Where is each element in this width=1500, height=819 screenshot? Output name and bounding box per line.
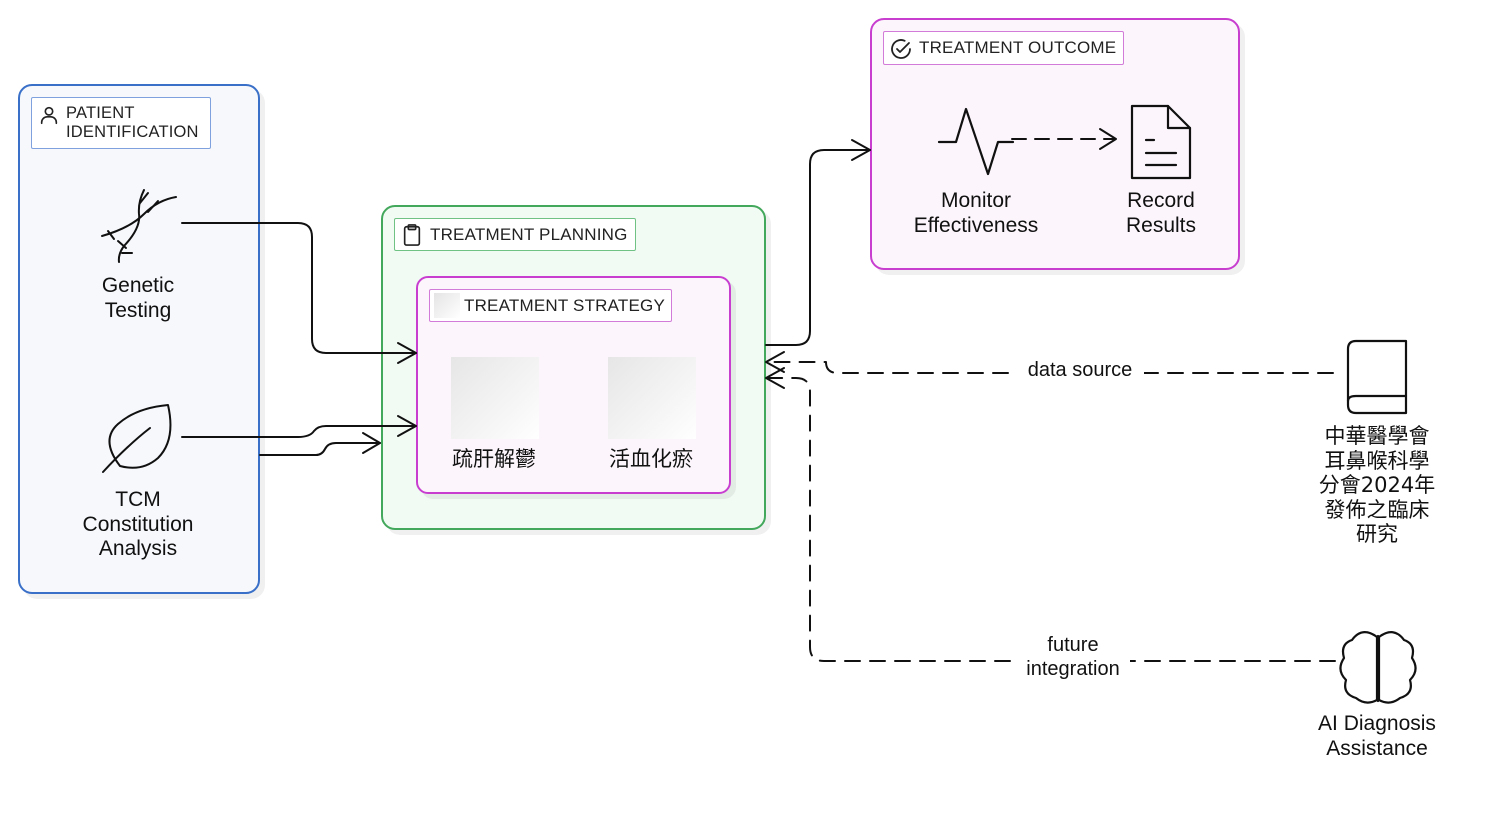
record-results-label: Record Results [1125, 189, 1197, 237]
edge-data-source-arrowhead [765, 351, 785, 373]
data-source-edge-label: data source [1016, 358, 1144, 382]
brain-icon [1339, 631, 1417, 704]
blood-activating-label: 活血化瘀 [609, 447, 693, 471]
liver-soothing-label: 疏肝解鬱 [452, 447, 536, 471]
edge-record-arrowhead [1099, 128, 1117, 150]
edge-data-source [767, 361, 1334, 374]
edge-genetic-arrowhead [397, 342, 417, 364]
edge-outcome-arrowhead [851, 139, 871, 161]
edge-future-integration [767, 377, 1336, 662]
file-text-icon [1130, 104, 1192, 180]
patient-identification-title: PATIENT IDENTIFICATION [66, 104, 199, 141]
genetic-testing-label: Genetic Testing [101, 274, 175, 322]
edge-tcm-arrowhead [397, 415, 417, 437]
patient-identification-tag: PATIENT IDENTIFICATION [31, 97, 211, 149]
edge-patient-to-planning [259, 442, 381, 456]
ai-diagnosis-label: AI Diagnosis Assistance [1318, 712, 1436, 760]
blood-activating-image [608, 357, 696, 439]
activity-icon [937, 107, 1015, 176]
user-icon [40, 106, 58, 125]
liver-soothing-image [451, 357, 539, 439]
treatment-planning-tag: TREATMENT PLANNING [394, 218, 636, 251]
dna-icon [101, 189, 177, 263]
book-icon [1346, 339, 1408, 415]
edge-future-arrowhead [765, 367, 785, 389]
treatment-outcome-title: TREATMENT OUTCOME [919, 38, 1117, 57]
edge-genetic-to-strategy [181, 222, 417, 354]
treatment-planning-title: TREATMENT PLANNING [430, 224, 628, 244]
leaf-icon [102, 404, 172, 473]
tcm-constitution-label: TCM Constitution Analysis [82, 488, 194, 560]
edge-patient-arrowhead [362, 432, 381, 454]
edge-tcm-to-strategy [181, 425, 417, 438]
image-placeholder-icon [434, 293, 460, 318]
check-circle-icon [891, 39, 911, 59]
patient-identification-group [18, 84, 260, 594]
treatment-strategy-tag: TREATMENT STRATEGY [429, 289, 672, 322]
edge-planning-to-outcome [765, 149, 871, 346]
treatment-outcome-tag: TREATMENT OUTCOME [883, 31, 1124, 65]
clipboard-icon [403, 224, 421, 246]
source-study-label: 中華醫學會 耳鼻喉科學 分會2024年 發佈之臨床 研究 [1318, 424, 1436, 546]
future-integration-edge-label: future integration [1016, 633, 1130, 681]
treatment-strategy-title: TREATMENT STRATEGY [464, 295, 666, 315]
monitor-effectiveness-label: Monitor Effectiveness [913, 189, 1039, 237]
